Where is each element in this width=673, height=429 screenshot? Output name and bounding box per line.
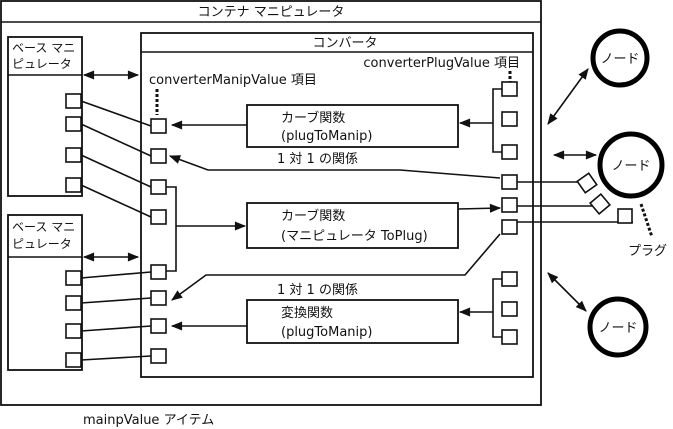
plug-port[interactable] bbox=[576, 172, 598, 194]
plug-port[interactable] bbox=[589, 193, 611, 215]
connector-line bbox=[80, 325, 152, 332]
node-circle[interactable] bbox=[587, 296, 649, 358]
converter-manip-port[interactable] bbox=[150, 179, 167, 195]
relation-2-arrow bbox=[171, 233, 501, 301]
node-top[interactable]: ノード bbox=[590, 28, 650, 88]
curve-function-plug-to-manip: カーブ関数 (plugToManip) bbox=[246, 104, 459, 148]
footer-label: mainpValue アイテム bbox=[83, 413, 214, 428]
node-top-link-arrow bbox=[547, 68, 589, 125]
node-label: ノード bbox=[600, 52, 639, 67]
connector-line bbox=[80, 297, 152, 304]
plug-dotted-leader bbox=[639, 203, 654, 238]
relation-label-2: 1 対 1 の関係 bbox=[277, 283, 358, 298]
converter-plug-port[interactable] bbox=[501, 329, 518, 345]
converter-manip-port[interactable] bbox=[150, 348, 167, 364]
plug-port[interactable] bbox=[617, 208, 633, 224]
converter-manip-port[interactable] bbox=[150, 290, 167, 306]
function-line1: カーブ関数 bbox=[281, 110, 345, 126]
base-manipulator-1-port[interactable] bbox=[65, 116, 82, 132]
plug-label: プラグ bbox=[628, 244, 667, 259]
base-manipulator-2-frame bbox=[7, 214, 83, 371]
transform-function-plug-to-manip: 変換関数 (plugToManip) bbox=[246, 299, 459, 344]
function-line2: (plugToManip) bbox=[281, 129, 372, 144]
function-box[interactable] bbox=[246, 202, 459, 249]
node-middle[interactable]: ノード bbox=[597, 131, 665, 199]
base-manipulator-2-port[interactable] bbox=[65, 270, 82, 286]
base-manipulator-1-port[interactable] bbox=[65, 93, 82, 109]
converter-plug-port[interactable] bbox=[501, 271, 518, 287]
node-bottom-link-arrow bbox=[547, 272, 587, 312]
function-line1: 変換関数 bbox=[281, 305, 333, 321]
bracket-line bbox=[492, 278, 502, 338]
container-title: コンテナ マニピュレータ bbox=[198, 5, 345, 20]
converter-plug-port[interactable] bbox=[501, 301, 518, 317]
base-manipulator-2: ベース マニ ピュレータ bbox=[7, 214, 83, 371]
bracket-line bbox=[166, 186, 177, 272]
converter-plug-port[interactable] bbox=[501, 81, 518, 97]
node-label: ノード bbox=[611, 159, 650, 174]
converter-manip-port[interactable] bbox=[150, 318, 167, 334]
function-box[interactable] bbox=[246, 299, 459, 344]
relation-label-1: 1 対 1 の関係 bbox=[277, 152, 358, 167]
function-line2: (plugToManip) bbox=[281, 325, 372, 340]
node-circle[interactable] bbox=[597, 131, 665, 199]
converter-internal-wiring bbox=[166, 88, 502, 338]
converter-plug-port[interactable] bbox=[501, 219, 518, 235]
function-box[interactable] bbox=[246, 104, 459, 148]
base-manipulator-2-port[interactable] bbox=[65, 295, 82, 311]
base-1-connections bbox=[80, 100, 152, 218]
function-output-arrow bbox=[457, 203, 502, 213]
converter-manip-items-label: converterManipValue 項目 bbox=[149, 73, 317, 88]
node-circle[interactable] bbox=[590, 28, 650, 88]
base-manipulator-2-title-line1: ベース マニ bbox=[12, 220, 75, 234]
converter-manip-port[interactable] bbox=[150, 148, 167, 164]
converter-manip-port[interactable] bbox=[150, 209, 167, 225]
curve-function-manip-to-plug: カーブ関数 (マニピュレータ ToPlug) bbox=[246, 202, 459, 249]
connector-line bbox=[80, 271, 152, 279]
converter-plug-items-label: converterPlugValue 項目 bbox=[363, 56, 520, 71]
converter-manip-port[interactable] bbox=[150, 264, 167, 280]
connector-line bbox=[80, 355, 152, 361]
converter-plug-port[interactable] bbox=[501, 197, 518, 213]
plug-connections: プラグ bbox=[517, 172, 667, 259]
connector-line bbox=[80, 123, 152, 157]
node-bottom[interactable]: ノード bbox=[587, 296, 649, 358]
base-manipulator-1-title-line1: ベース マニ bbox=[12, 41, 75, 55]
connector-line bbox=[80, 184, 152, 218]
bracket-line bbox=[492, 88, 502, 153]
converter-plug-port[interactable] bbox=[501, 174, 518, 190]
converter-title: コンバータ bbox=[312, 36, 377, 51]
node-label: ノード bbox=[598, 321, 637, 336]
converter: コンバータ converterManipValue 項目 converterPl… bbox=[140, 32, 534, 378]
converter-manip-port[interactable] bbox=[150, 118, 167, 134]
base-manipulator-2-port[interactable] bbox=[65, 352, 82, 368]
base-manipulator-2-title-line2: ピュレータ bbox=[12, 237, 72, 251]
base-manipulator-1-port[interactable] bbox=[65, 147, 82, 163]
converter-plug-port[interactable] bbox=[501, 144, 518, 160]
base-manipulator-2-port[interactable] bbox=[65, 323, 82, 339]
base-manipulator-1-port[interactable] bbox=[65, 177, 82, 193]
function-line1: カーブ関数 bbox=[281, 208, 345, 224]
relation-1-arrow bbox=[168, 155, 501, 179]
connector-line bbox=[80, 154, 152, 188]
function-line2: (マニピュレータ ToPlug) bbox=[281, 229, 428, 244]
connector-line bbox=[80, 100, 152, 127]
converter-plug-port[interactable] bbox=[501, 111, 518, 127]
base-manipulator-1: ベース マニ ピュレータ bbox=[7, 36, 83, 197]
base-manipulator-1-title-line2: ピュレータ bbox=[12, 57, 72, 71]
base-2-connections bbox=[80, 271, 152, 361]
